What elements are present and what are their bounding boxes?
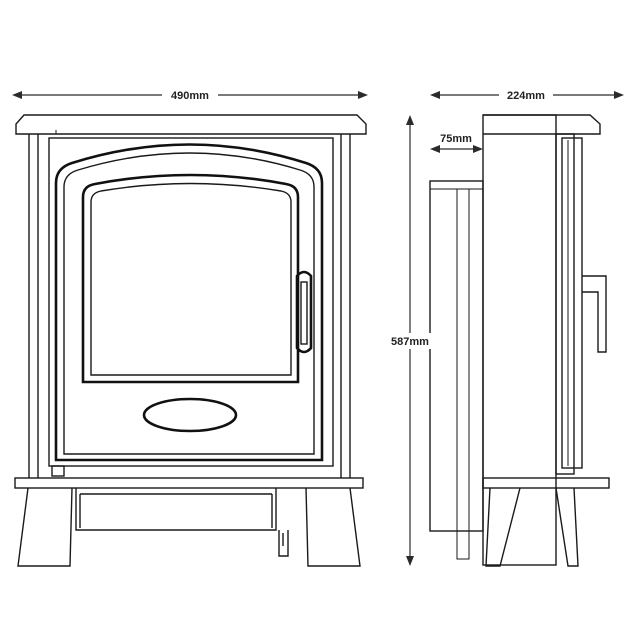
front-door-panel (48, 137, 334, 467)
front-left-leg (17, 487, 73, 567)
dimension-width: 490mm (12, 87, 368, 103)
front-top-plate (15, 114, 367, 135)
front-left-pillar (28, 134, 39, 478)
dimension-depth: 224mm (430, 87, 624, 103)
front-bottom-pin (278, 530, 289, 557)
front-glass-outer (81, 173, 300, 384)
width-label: 490mm (171, 90, 209, 102)
dimension-inset: 75mm (430, 133, 483, 153)
front-right-pillar (340, 134, 351, 478)
front-glass-inner (90, 182, 292, 376)
side-view (429, 114, 610, 567)
front-small-knob (51, 465, 65, 477)
side-front-leg (555, 487, 579, 567)
side-door-glass (561, 137, 583, 469)
depth-label: 224mm (507, 90, 545, 102)
ash-pan-oval (142, 397, 238, 433)
side-top-plate (483, 114, 601, 135)
door-handle (295, 270, 313, 354)
side-base-plate (482, 477, 610, 489)
front-door-inner (63, 152, 315, 455)
side-rear-leg (485, 487, 521, 567)
side-handle (582, 275, 607, 353)
dimension-height: 587mm (386, 115, 434, 566)
front-view (14, 114, 367, 567)
inset-label: 75mm (440, 133, 472, 145)
height-label: 587mm (391, 336, 429, 348)
front-base-plate (14, 477, 364, 489)
front-drawer (75, 488, 277, 531)
front-door-outer (54, 143, 324, 462)
side-body (482, 114, 557, 566)
front-right-leg (305, 487, 361, 567)
side-door-frame (555, 133, 575, 475)
